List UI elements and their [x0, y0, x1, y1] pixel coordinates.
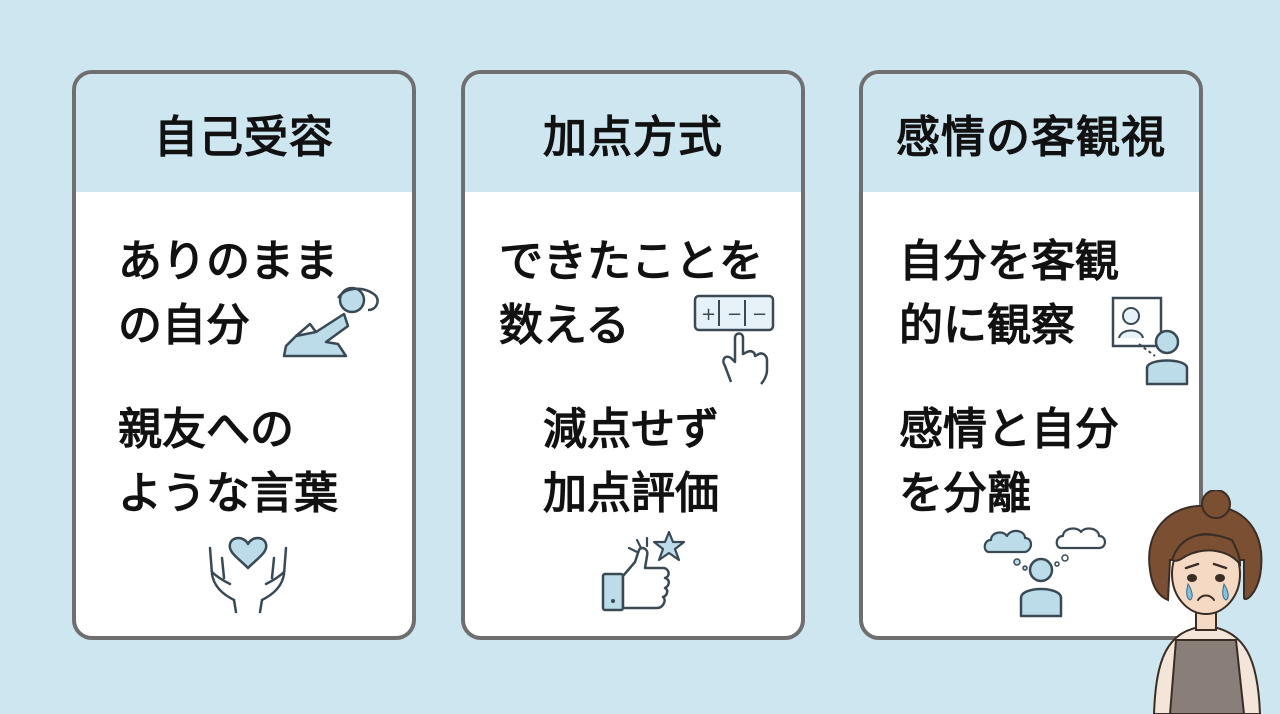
card-item: 感情と自分 を分離: [899, 398, 1119, 526]
sad-woman-crying-icon: [1136, 490, 1276, 714]
card-title: 加点方式: [543, 112, 723, 163]
card-item: ありのまま の自分: [118, 230, 338, 358]
card-self-acceptance: 自己受容 ありのまま の自分 親友への ような言葉: [72, 70, 416, 640]
card-point-addition: 加点方式 できたことを 数える + − − 減点せず 加点評価: [461, 70, 805, 640]
item-text-line: 親友への: [118, 404, 294, 455]
item-text-line: 減点せず: [543, 404, 719, 455]
item-text-line: ありのまま: [118, 236, 338, 287]
thumbs-up-star-icon: [595, 530, 691, 614]
item-text-line: を分離: [899, 468, 1031, 519]
card-header: 自己受容: [76, 74, 412, 192]
item-text-line: ような言葉: [118, 468, 338, 519]
svg-text:+: +: [701, 304, 716, 325]
card-title: 感情の客観視: [896, 112, 1166, 163]
mirror-self-icon: [1109, 294, 1193, 386]
item-text-line: 加点評価: [543, 468, 719, 519]
item-text-line: できたことを: [499, 236, 763, 287]
item-text-line: 的に観察: [899, 300, 1075, 351]
hands-holding-heart-icon: [200, 534, 296, 614]
card-header: 感情の客観視: [863, 74, 1199, 192]
svg-text:−: −: [727, 304, 742, 325]
svg-text:−: −: [752, 304, 767, 325]
item-text-line: 数える: [499, 300, 630, 351]
card-item: できたことを 数える: [499, 230, 763, 358]
card-item: 自分を客観 的に観察: [899, 230, 1119, 358]
thought-bubbles-icon: [981, 526, 1107, 618]
card-title: 自己受容: [154, 112, 334, 163]
card-header: 加点方式: [465, 74, 801, 192]
item-text-line: 感情と自分: [899, 404, 1119, 455]
card-item: 減点せず 加点評価: [543, 398, 719, 526]
item-text-line: 自分を客観: [899, 236, 1119, 287]
card-item: 親友への ような言葉: [118, 398, 338, 526]
calculator-tap-icon: + − −: [691, 292, 781, 386]
person-lying-relaxed-icon: [276, 284, 386, 364]
item-text-line: の自分: [118, 300, 250, 351]
card-objective-emotion: 感情の客観視 自分を客観 的に観察 感情と自分 を分離: [859, 70, 1203, 640]
